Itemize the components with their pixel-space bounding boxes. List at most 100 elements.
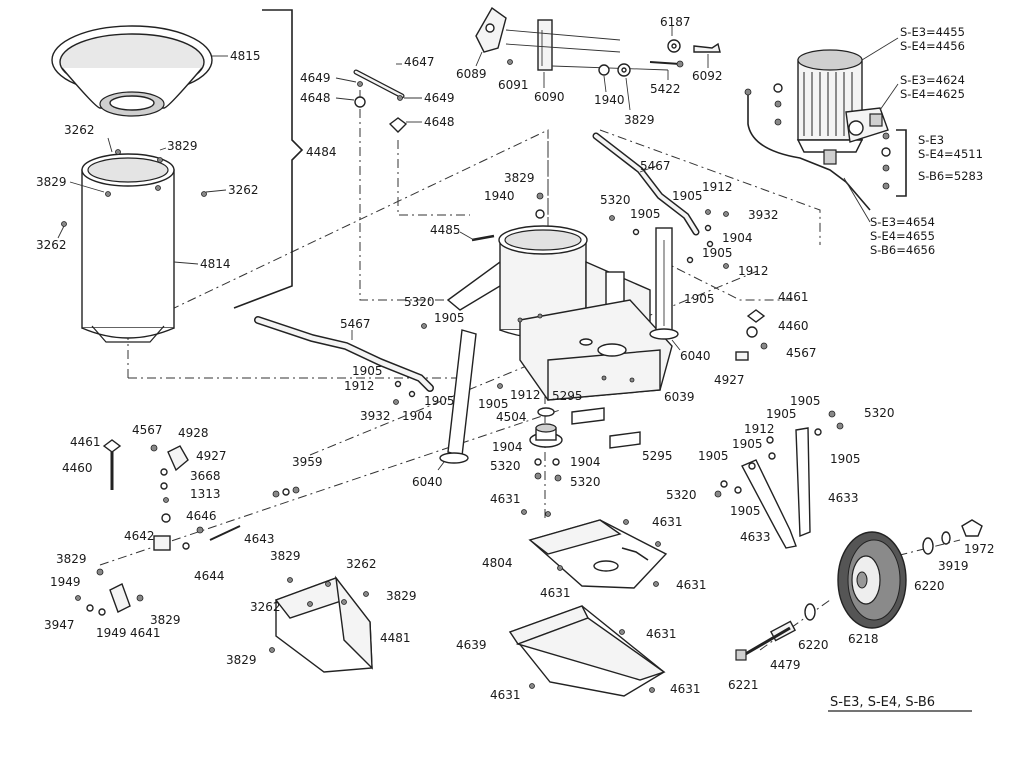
label-1940a: 1940 [594, 93, 625, 107]
label-6039: 6039 [664, 390, 695, 404]
label-4504: 4504 [496, 410, 527, 424]
label-5320d: 5320 [570, 475, 601, 489]
label-6220b: 6220 [798, 638, 829, 652]
tray-4639 [508, 605, 666, 697]
label-4649b: 4649 [424, 91, 455, 105]
label-4804: 4804 [482, 556, 513, 570]
label-4567b: 4567 [132, 423, 163, 437]
label-1905a: 1905 [630, 207, 661, 221]
label-1905d: 1905 [684, 292, 715, 306]
label-5320f: 5320 [666, 488, 697, 502]
label-5422: 5422 [650, 82, 681, 96]
label-1912a: 1912 [702, 180, 733, 194]
label-1912d: 1912 [510, 388, 541, 402]
label-5295a: 5295 [552, 389, 583, 403]
handle-bar-5467-left [254, 316, 434, 392]
legs-4633 [714, 410, 844, 549]
label-4648a: 4648 [300, 91, 331, 105]
chute-4481 [269, 575, 373, 673]
linkage-left [75, 439, 300, 616]
motor-bracket-4511 [896, 129, 907, 197]
label-1904c: 1904 [492, 440, 523, 454]
label-4484: 4484 [306, 145, 337, 159]
label-4647: 4647 [404, 55, 435, 69]
label-4631a: 4631 [490, 492, 521, 506]
label-4631f: 4631 [490, 688, 521, 702]
upright-post-6040-right [649, 227, 679, 340]
knob-assembly-right [735, 309, 768, 361]
label-4646: 4646 [186, 509, 217, 523]
label-1905i: 1905 [790, 394, 821, 408]
label-1972: 1972 [964, 542, 995, 556]
hopper-funnel [51, 25, 213, 117]
bearing-4504 [529, 407, 563, 448]
label-6218: 6218 [848, 632, 879, 646]
rod-4647 [353, 69, 408, 133]
motor-label-1b: S-E4=4456 [900, 39, 965, 53]
label-3829g: 3829 [270, 549, 301, 563]
label-4631g: 4631 [670, 682, 701, 696]
label-6221: 6221 [728, 678, 759, 692]
label-3947: 3947 [44, 618, 75, 632]
electric-motor [744, 49, 891, 211]
label-4631b: 4631 [652, 515, 683, 529]
label-1905b: 1905 [672, 189, 703, 203]
label-4479: 4479 [770, 658, 801, 672]
label-3959: 3959 [292, 455, 323, 469]
label-4928: 4928 [178, 426, 209, 440]
handle-bar-5467-top [592, 132, 700, 236]
label-1904a: 1904 [722, 231, 753, 245]
label-1949b: 1949 [96, 626, 127, 640]
label-3829a: 3829 [167, 139, 198, 153]
label-4567a: 4567 [786, 346, 817, 360]
label-3262d: 3262 [346, 557, 377, 571]
plate-4804 [521, 509, 668, 589]
label-5467b: 5467 [340, 317, 371, 331]
motor-label-3c: S-B6=5283 [918, 169, 983, 183]
motor-label-2b: S-E4=4625 [900, 87, 965, 101]
assembly-center-lines [99, 90, 961, 651]
label-4648b: 4648 [424, 115, 455, 129]
label-3932b: 3932 [360, 409, 391, 423]
wheel-6218 [735, 519, 983, 661]
label-3829c: 3829 [624, 113, 655, 127]
label-3262c: 3262 [36, 238, 67, 252]
label-1905h: 1905 [478, 397, 509, 411]
label-4633a: 4633 [828, 491, 859, 505]
label-4649a: 4649 [300, 71, 331, 85]
label-6040a: 6040 [680, 349, 711, 363]
label-3668: 3668 [190, 469, 221, 483]
label-3932a: 3932 [748, 208, 779, 222]
motor-label-4a: S-E3=4654 [870, 215, 935, 229]
label-4643: 4643 [244, 532, 275, 546]
cylinder-body [81, 149, 175, 343]
label-4631d: 4631 [676, 578, 707, 592]
label-1949a: 1949 [50, 575, 81, 589]
label-1905l: 1905 [830, 452, 861, 466]
label-4631e: 4631 [646, 627, 677, 641]
label-4644: 4644 [194, 569, 225, 583]
label-4481: 4481 [380, 631, 411, 645]
label-4642: 4642 [124, 529, 155, 543]
motor-label-4c: S-B6=4656 [870, 243, 935, 257]
label-1904d: 1904 [570, 455, 601, 469]
label-6091: 6091 [498, 78, 529, 92]
label-4461a: 4461 [778, 290, 809, 304]
upright-post-6040-left [439, 329, 477, 464]
label-4460b: 4460 [62, 461, 93, 475]
label-1904b: 1904 [402, 409, 433, 423]
label-4927a: 4927 [714, 373, 745, 387]
label-4814: 4814 [200, 257, 231, 271]
label-3262e: 3262 [250, 600, 281, 614]
label-1905g: 1905 [424, 394, 455, 408]
motor-label-3b: S-E4=4511 [918, 147, 983, 161]
label-6089: 6089 [456, 67, 487, 81]
label-5320a: 5320 [600, 193, 631, 207]
label-5467a: 5467 [640, 159, 671, 173]
label-1905n: 1905 [730, 504, 761, 518]
label-1940b: 1940 [484, 189, 515, 203]
label-5320b: 5320 [404, 295, 435, 309]
label-1905m: 1905 [698, 449, 729, 463]
label-6040b: 6040 [412, 475, 443, 489]
label-3829i: 3829 [226, 653, 257, 667]
